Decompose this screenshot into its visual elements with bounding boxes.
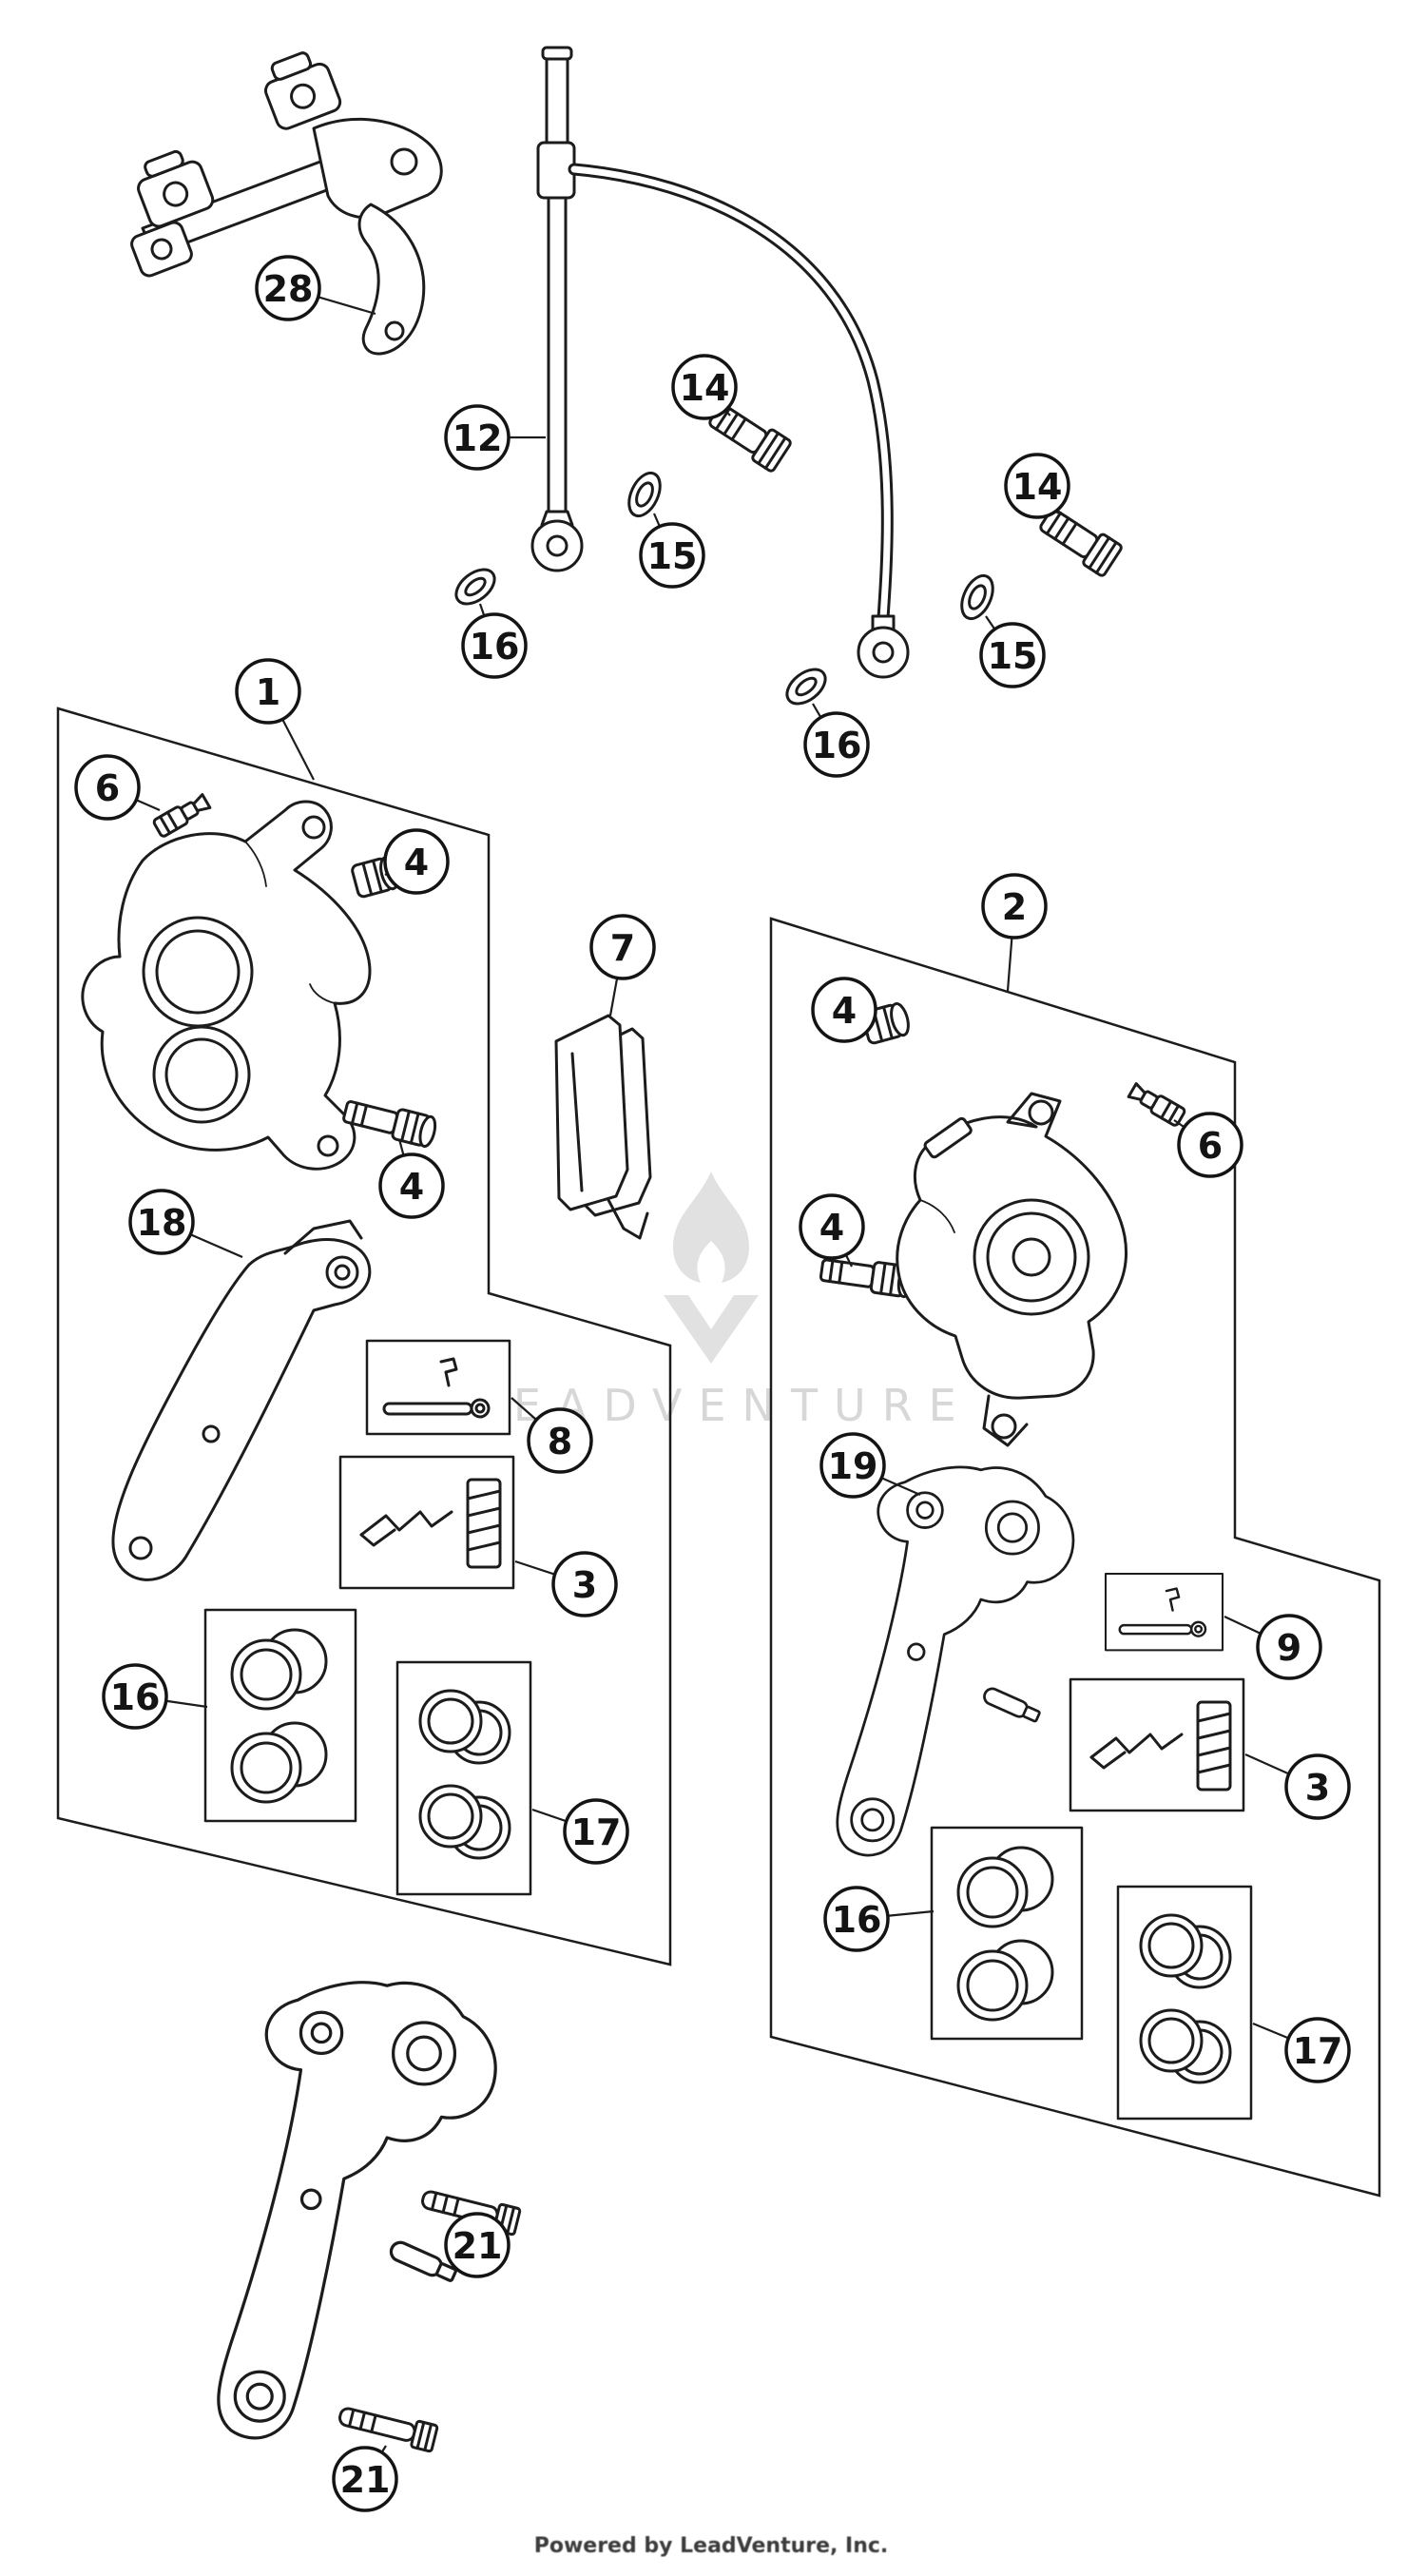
brake-caliper-left [81,800,372,1171]
svg-text:16: 16 [832,1899,882,1941]
callout-17-left[interactable]: 17 [531,1798,629,1865]
banjo-seal-ring-left [448,561,503,612]
callout-3-left[interactable]: 3 [514,1551,618,1617]
callout-17-right[interactable]: 17 [1252,2017,1351,2083]
callout-28[interactable]: 28 [255,255,376,321]
svg-text:8: 8 [548,1421,572,1462]
sealing-washer-left [621,466,668,523]
callout-8[interactable]: 8 [511,1397,593,1474]
callout-4-top-left[interactable]: 4 [383,828,450,895]
seal-kit-left [395,1660,532,1896]
piston-kit-left [203,1608,357,1823]
svg-text:19: 19 [828,1445,878,1487]
banjo-seal-ring-right [779,661,834,712]
callout-14-left[interactable]: 14 [671,354,738,420]
callout-4-lower-left[interactable]: 4 [378,1138,445,1219]
footer-credit: Powered by LeadVenture, Inc. [534,2534,889,2558]
svg-text:3: 3 [1305,1767,1330,1809]
svg-text:21: 21 [453,2225,503,2267]
leadventure-flame-logo-icon [664,1172,759,1364]
callout-6-left[interactable]: 6 [74,754,161,821]
svg-text:16: 16 [470,626,520,668]
mount-bolt-left [340,1094,439,1150]
callout-14-right[interactable]: 14 [1004,453,1070,519]
bleed-valve-right [1126,1080,1187,1129]
piston-kit-right [930,1826,1084,2041]
callout-9[interactable]: 9 [1224,1614,1322,1680]
callout-16-right[interactable]: 16 [803,703,870,778]
callout-4-lower-right[interactable]: 4 [799,1193,865,1268]
callout-15-right[interactable]: 15 [979,615,1046,688]
watermark: LEADVENTURE [472,1172,956,1431]
svg-text:15: 15 [647,535,698,577]
callout-12[interactable]: 12 [444,404,546,471]
callout-21-lower[interactable]: 21 [332,2445,398,2512]
svg-text:2: 2 [1002,886,1027,928]
callout-6-right[interactable]: 6 [1173,1112,1243,1178]
caliper-bracket-right [836,1465,1075,1857]
callout-7[interactable]: 7 [589,914,656,1017]
callout-4-top-right[interactable]: 4 [811,977,877,1043]
sealing-washer-right [954,569,1001,626]
brake-pad-set [554,1014,652,1240]
callout-2[interactable]: 2 [981,873,1048,992]
callout-21-upper[interactable]: 21 [444,2212,511,2278]
group-box-caliper-1 [56,707,672,1966]
callout-16-pistons-right[interactable]: 16 [823,1886,935,1952]
svg-text:16: 16 [110,1676,161,1718]
svg-text:3: 3 [572,1564,597,1606]
svg-text:7: 7 [610,927,635,969]
group-box-caliper-2 [769,917,1381,2198]
callout-18[interactable]: 18 [128,1189,243,1259]
bracket-bolt-lower [336,2400,439,2453]
svg-text:9: 9 [1277,1627,1301,1669]
callout-15-left[interactable]: 15 [639,513,705,589]
svg-text:4: 4 [819,1207,844,1249]
svg-text:6: 6 [1198,1125,1223,1167]
svg-text:14: 14 [680,367,730,409]
pad-spring-kit-right [1069,1677,1245,1812]
svg-text:15: 15 [988,635,1038,677]
brake-caliper-right [896,1092,1127,1447]
callout-16-left[interactable]: 16 [461,603,528,679]
callout-19[interactable]: 19 [819,1432,921,1499]
svg-text:17: 17 [571,1811,622,1853]
pad-pin-kit-right [1104,1572,1224,1652]
svg-text:1: 1 [256,671,280,713]
svg-text:12: 12 [453,417,503,459]
svg-text:21: 21 [340,2459,391,2501]
pad-spring-kit-left [338,1455,515,1590]
caliper-bracket-left [111,1219,372,1581]
callout-16-pistons-left[interactable]: 16 [102,1663,208,1730]
svg-text:6: 6 [95,767,120,809]
svg-text:17: 17 [1293,2030,1343,2072]
callout-3-right[interactable]: 3 [1244,1753,1351,1820]
callout-1[interactable]: 1 [235,658,315,781]
brake-hose-assembly [530,46,910,679]
svg-text:4: 4 [399,1166,424,1208]
svg-text:4: 4 [404,842,429,883]
svg-text:4: 4 [832,990,857,1032]
svg-text:14: 14 [1012,466,1063,508]
pad-pin-kit-left [365,1339,511,1436]
bleed-valve-left [151,791,213,840]
svg-text:16: 16 [812,725,862,766]
svg-text:18: 18 [137,1202,187,1244]
seal-kit-right [1116,1885,1253,2121]
svg-text:28: 28 [263,268,314,310]
hose-clamp-bracket-assembly [130,51,443,356]
